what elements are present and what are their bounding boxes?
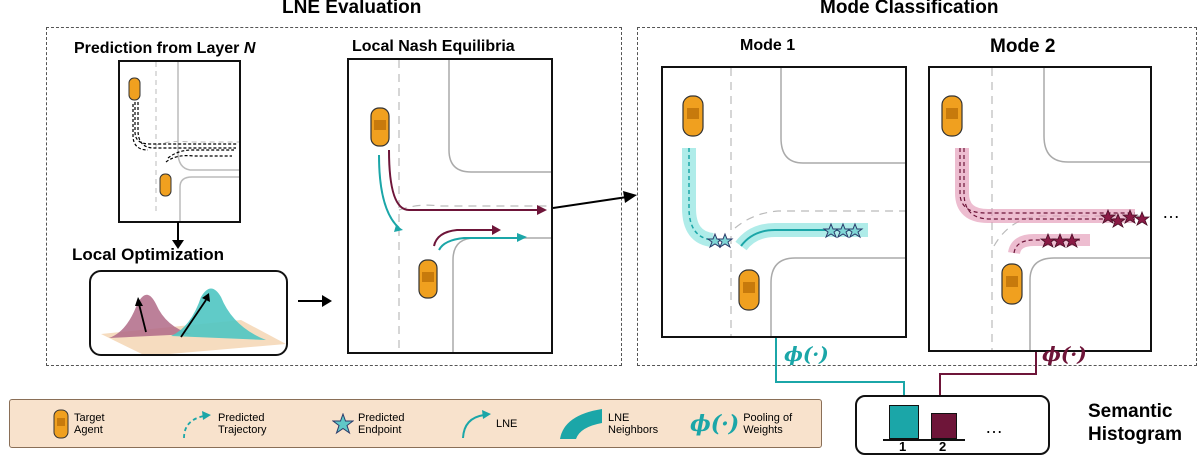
mode1-panel-title: Mode 1 xyxy=(740,37,796,54)
legend-item-predicted-endpoint: Predicted Endpoint xyxy=(332,408,404,440)
legend-item-predicted-trajectory: Predicted Trajectory xyxy=(180,408,267,440)
histogram-ellipsis: … xyxy=(985,417,1003,437)
optimization-landscape xyxy=(101,288,286,354)
lne-evaluation-group xyxy=(46,27,622,366)
car-icon xyxy=(128,77,141,101)
semantic-histogram-box: 1 2 … xyxy=(855,395,1050,455)
star-icon xyxy=(1039,208,1150,248)
predicted-trajectory-icon xyxy=(183,411,211,439)
lne-neighbors-icon xyxy=(560,409,602,439)
mode-classification-group xyxy=(637,27,1197,366)
legend-item-lne-neighbors: LNE Neighbors xyxy=(558,408,658,440)
pooling-phi-mode2: ϕ(·) xyxy=(1042,342,1087,366)
histogram-bin-2-label: 2 xyxy=(939,439,947,454)
arrow-down-connector xyxy=(172,222,184,249)
mode2-panel-title: Mode 2 xyxy=(990,36,1056,57)
histogram-title: Semantic Histogram xyxy=(1088,401,1182,445)
car-icon xyxy=(941,95,963,137)
histogram-bin-2 xyxy=(931,413,957,439)
mode-ellipsis: … xyxy=(1162,202,1180,222)
star-icon xyxy=(706,222,864,249)
car-icon xyxy=(418,259,438,299)
prediction-panel-title: Prediction from Layer N xyxy=(74,40,256,57)
mode2-panel xyxy=(928,66,1152,352)
lne-arrow-icon xyxy=(462,410,491,439)
car-icon xyxy=(1001,263,1023,305)
legend-item-pooling: ϕ(·) Pooling of Weights xyxy=(690,411,793,437)
legend: Target Agent Predicted Trajectory Predic… xyxy=(9,399,822,448)
histogram-baseline xyxy=(883,439,965,441)
mode2-scene xyxy=(941,68,1150,350)
histogram-bin-1-label: 1 xyxy=(899,439,907,454)
star-icon xyxy=(332,413,354,435)
local-optimization-box xyxy=(89,270,288,356)
car-icon xyxy=(370,107,390,147)
car-icon xyxy=(159,173,172,197)
car-icon xyxy=(53,409,69,439)
local-nash-panel xyxy=(347,58,553,354)
car-icon xyxy=(682,95,704,137)
mode1-scene xyxy=(682,68,905,336)
legend-item-lne: LNE xyxy=(460,408,517,440)
phi-symbol: ϕ(·) xyxy=(690,411,740,437)
histogram-bin-1 xyxy=(889,405,919,439)
section-title-lne-evaluation: LNE Evaluation xyxy=(282,0,422,18)
arrow-to-mode-classification xyxy=(553,191,637,209)
local-nash-scene xyxy=(370,60,551,352)
arrow-right-connector xyxy=(298,295,332,307)
local-optimization-title: Local Optimization xyxy=(72,245,225,264)
prediction-panel xyxy=(118,60,241,223)
legend-item-target-agent: Target Agent xyxy=(52,408,105,440)
mode1-panel xyxy=(661,66,907,338)
section-title-mode-classification: Mode Classification xyxy=(820,0,999,18)
prediction-scene xyxy=(128,62,239,221)
local-nash-panel-title: Local Nash Equilibria xyxy=(352,38,515,55)
pooling-phi-mode1: ϕ(·) xyxy=(784,342,829,366)
car-icon xyxy=(738,269,760,311)
